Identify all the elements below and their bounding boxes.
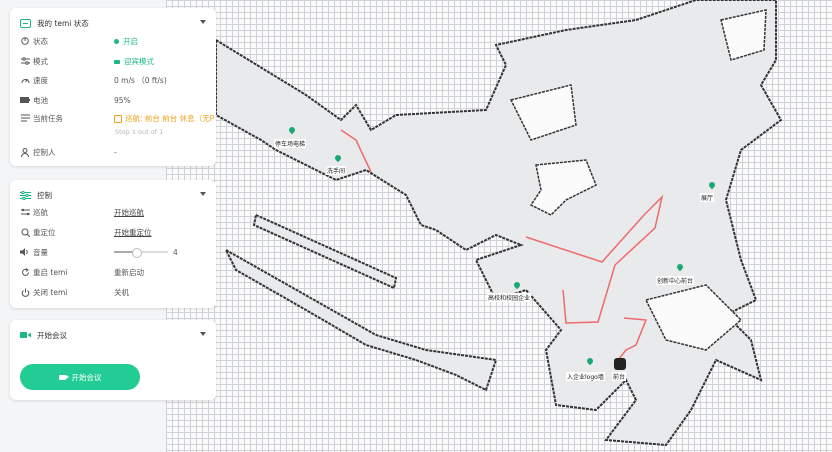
video-camera-icon	[20, 332, 31, 338]
status-dot-icon	[114, 39, 119, 44]
sliders-icon	[20, 190, 31, 200]
map-floorplan	[215, 0, 783, 447]
mode-badge-icon	[114, 59, 120, 64]
panel-title: 我的 temi 状态	[37, 18, 89, 28]
volume-icon	[20, 247, 30, 257]
control-row-restart: 重启 temi 重新启动	[20, 266, 208, 278]
robot-status-panel: 我的 temi 状态 状态 开启 模式 迎宾模式 速度 0 m/s （0 ft/…	[10, 8, 216, 166]
cruise-icon	[20, 207, 30, 217]
robot-status-icon	[20, 18, 31, 28]
restart-label: 重启 temi	[33, 267, 68, 277]
start-meeting-button[interactable]: 开始会议	[20, 364, 140, 390]
control-row-volume: 音量 4	[20, 246, 208, 258]
state-value-text: 开启	[123, 36, 138, 46]
task-list-icon	[20, 113, 30, 123]
mode-value: 迎宾模式	[114, 56, 154, 67]
location-search-icon	[20, 227, 30, 237]
cruise-label: 巡航	[33, 207, 48, 217]
power-icon	[20, 287, 30, 297]
control-row-cruise: 巡航 开始巡航	[20, 206, 208, 218]
robot-marker-icon	[614, 358, 626, 370]
mode-label: 模式	[33, 56, 48, 66]
volume-slider[interactable]	[114, 248, 168, 258]
shutdown-label: 关闭 temi	[33, 287, 68, 297]
poi-label: 高校和校园企业	[487, 293, 532, 302]
relocate-label: 重定位	[33, 227, 56, 237]
status-panel-header[interactable]: 我的 temi 状态	[20, 16, 206, 30]
state-label: 状态	[33, 36, 48, 46]
battery-value: 95%	[114, 95, 131, 105]
volume-slider-handle[interactable]	[131, 248, 142, 258]
control-panel: 控制 巡航 开始巡航 重定位 开始重定位 音量 4 重启 temi 重新启动 关…	[10, 180, 216, 308]
panel-title: 控制	[37, 190, 52, 200]
power-icon	[20, 36, 30, 46]
person-icon	[20, 147, 30, 157]
battery-label: 电池	[33, 95, 48, 105]
speed-label: 速度	[33, 75, 48, 85]
controller-value: -	[114, 147, 117, 157]
restart-icon	[20, 267, 30, 277]
mode-value-text: 迎宾模式	[124, 56, 154, 66]
shutdown-button[interactable]: 关机	[114, 287, 129, 297]
control-row-shutdown: 关闭 temi 关机	[20, 286, 208, 298]
poi-label: 展厅	[700, 193, 715, 202]
status-row-battery: 电池 95%	[20, 94, 208, 106]
mode-icon	[20, 56, 30, 66]
video-camera-icon	[58, 374, 69, 380]
task-label: 当前任务	[33, 113, 63, 123]
speed-value: 0 m/s （0 ft/s)	[114, 75, 167, 85]
poi-label: 停车场电梯	[274, 139, 307, 148]
controller-label: 控制人	[33, 147, 56, 157]
volume-slider-fill	[114, 251, 136, 253]
chevron-down-icon[interactable]	[200, 20, 206, 24]
control-row-relocate: 重定位 开始重定位	[20, 226, 208, 238]
poi-label: 洗手间	[326, 166, 347, 175]
restart-button[interactable]: 重新启动	[114, 267, 144, 277]
battery-icon	[20, 95, 30, 105]
control-panel-header[interactable]: 控制	[20, 188, 206, 202]
speedometer-icon	[20, 75, 30, 85]
start-meeting-label: 开始会议	[71, 372, 102, 382]
copy-icon	[114, 114, 122, 123]
status-row-mode: 模式 迎宾模式	[20, 55, 208, 67]
volume-value: 4	[173, 247, 178, 257]
chevron-down-icon[interactable]	[200, 332, 206, 336]
status-row-task: 当前任务 巡航: 前台 前台 休息（无P	[20, 112, 214, 124]
task-progress: Stop 1 out of 1	[115, 128, 164, 136]
start-relocate-link[interactable]: 开始重定位	[114, 227, 152, 237]
poi-label: 前台	[612, 372, 627, 381]
chevron-down-icon[interactable]	[200, 192, 206, 196]
meeting-panel-header[interactable]: 开始会议	[20, 328, 206, 342]
meeting-panel: 开始会议 开始会议	[10, 320, 216, 400]
status-row-speed: 速度 0 m/s （0 ft/s)	[20, 74, 208, 86]
status-row-controller: 控制人 -	[20, 146, 208, 158]
map-view[interactable]: 停车场电梯 洗手间 展厅 高校和校园企业 创新中心前台 入企业logo墙 前台	[166, 0, 832, 452]
poi-label: 创新中心前台	[656, 276, 695, 285]
task-value-text: 巡航: 前台 前台 休息（无P	[125, 113, 215, 123]
state-value: 开启	[114, 36, 138, 47]
volume-label: 音量	[33, 247, 48, 257]
task-value: 巡航: 前台 前台 休息（无P	[114, 113, 214, 124]
panel-title: 开始会议	[37, 330, 67, 340]
start-cruise-link[interactable]: 开始巡航	[114, 207, 144, 217]
status-row-state: 状态 开启	[20, 35, 208, 47]
poi-label: 入企业logo墙	[566, 372, 605, 381]
